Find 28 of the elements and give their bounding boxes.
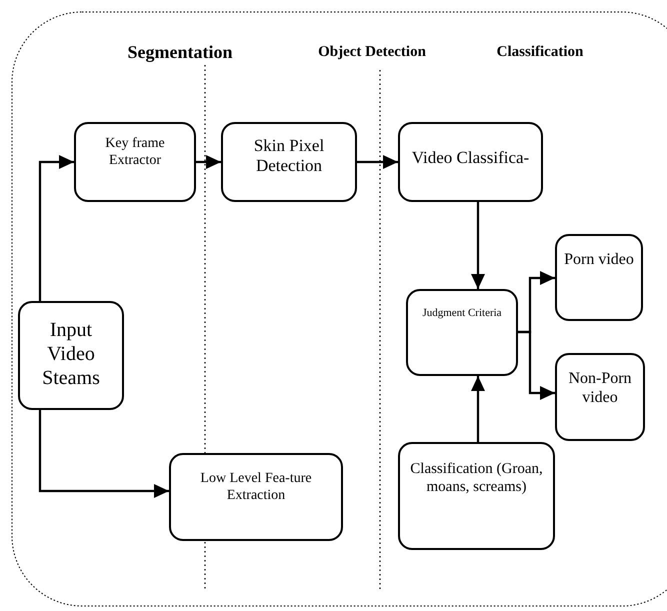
arrow (38, 155, 74, 301)
box-label: Porn video (564, 250, 634, 270)
arrow (471, 376, 485, 442)
process-box (555, 234, 643, 321)
box-label: Low Level Fea-ture Extraction (199, 471, 313, 505)
box-label: Input Video Steams (41, 318, 101, 390)
arrow (357, 155, 398, 169)
process-box (18, 301, 124, 410)
arrow (471, 202, 485, 289)
process-box (74, 122, 196, 202)
arrow (196, 155, 221, 169)
process-box (555, 353, 645, 441)
process-box (406, 289, 518, 376)
box-label: Non-Porn video (567, 369, 633, 408)
box-label: Video Classifica- (412, 147, 530, 169)
process-box (169, 453, 343, 541)
process-box (398, 442, 555, 550)
column-heading: Segmentation (128, 42, 232, 63)
arrow (38, 410, 169, 498)
column-heading: Object Detection (318, 44, 426, 61)
box-label: Skin Pixel Detection (252, 136, 326, 177)
box-label: Classification (Groan, moans, screams) (409, 460, 544, 496)
arrow (518, 330, 555, 400)
process-box (398, 122, 543, 202)
process-box (221, 122, 357, 202)
box-label: Judgment Criteria (422, 307, 502, 320)
box-label: Key frame Extractor (104, 136, 166, 170)
column-heading: Classification (496, 44, 584, 61)
